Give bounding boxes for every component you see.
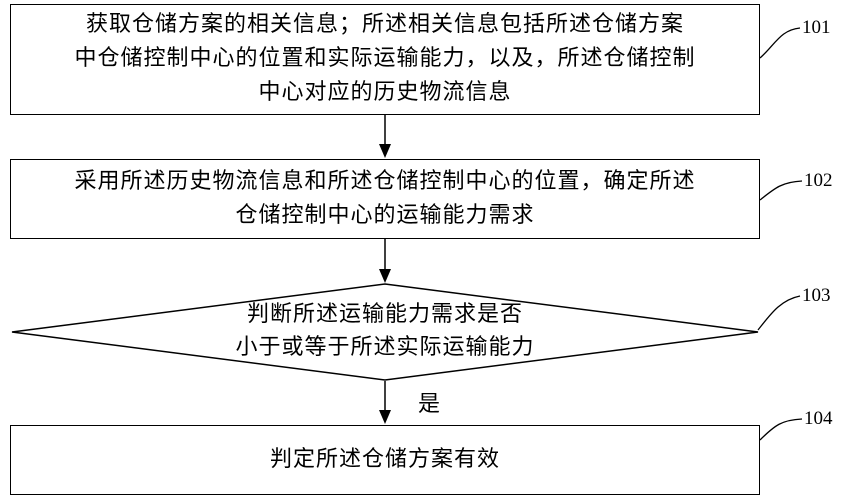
step-box-101: 获取仓储方案的相关信息；所述相关信息包括所述仓储方案 中仓储控制中心的位置和实际… [10,4,760,115]
decision-diamond [11,283,759,381]
arrow-101-102 [379,115,391,158]
step-102-line-2: 仓储控制中心的运输能力需求 [235,203,535,228]
step-103-line-2: 小于或等于所述实际运输能力 [235,335,535,360]
arrow-103-104 [379,381,391,424]
step-101-line-3: 中心对应的历史物流信息 [258,80,512,105]
yes-label: 是 [418,392,441,417]
ref-number-101: 101 [802,17,831,38]
step-101-line-2: 中仓储控制中心的位置和实际运输能力，以及，所述仓储控制 [74,46,696,71]
step-box-104: 判定所述仓储方案有效 [10,425,760,495]
leader-102 [759,180,803,201]
leader-104 [759,418,803,441]
step-box-102: 采用所述历史物流信息和所述仓储控制中心的位置，确定所述 仓储控制中心的运输能力需… [10,159,760,239]
arrow-102-103 [379,239,391,283]
step-103-line-1: 判断所述运输能力需求是否 [246,302,523,327]
ref-number-104: 104 [804,408,833,429]
ref-number-102: 102 [804,170,833,191]
leader-103 [757,295,801,331]
leader-101 [759,27,801,59]
ref-number-103: 103 [802,285,831,306]
step-104-line-1: 判定所述仓储方案有效 [269,447,500,472]
step-101-line-1: 获取仓储方案的相关信息；所述相关信息包括所述仓储方案 [85,12,684,37]
step-102-line-1: 采用所述历史物流信息和所述仓储控制中心的位置，确定所述 [74,169,696,194]
